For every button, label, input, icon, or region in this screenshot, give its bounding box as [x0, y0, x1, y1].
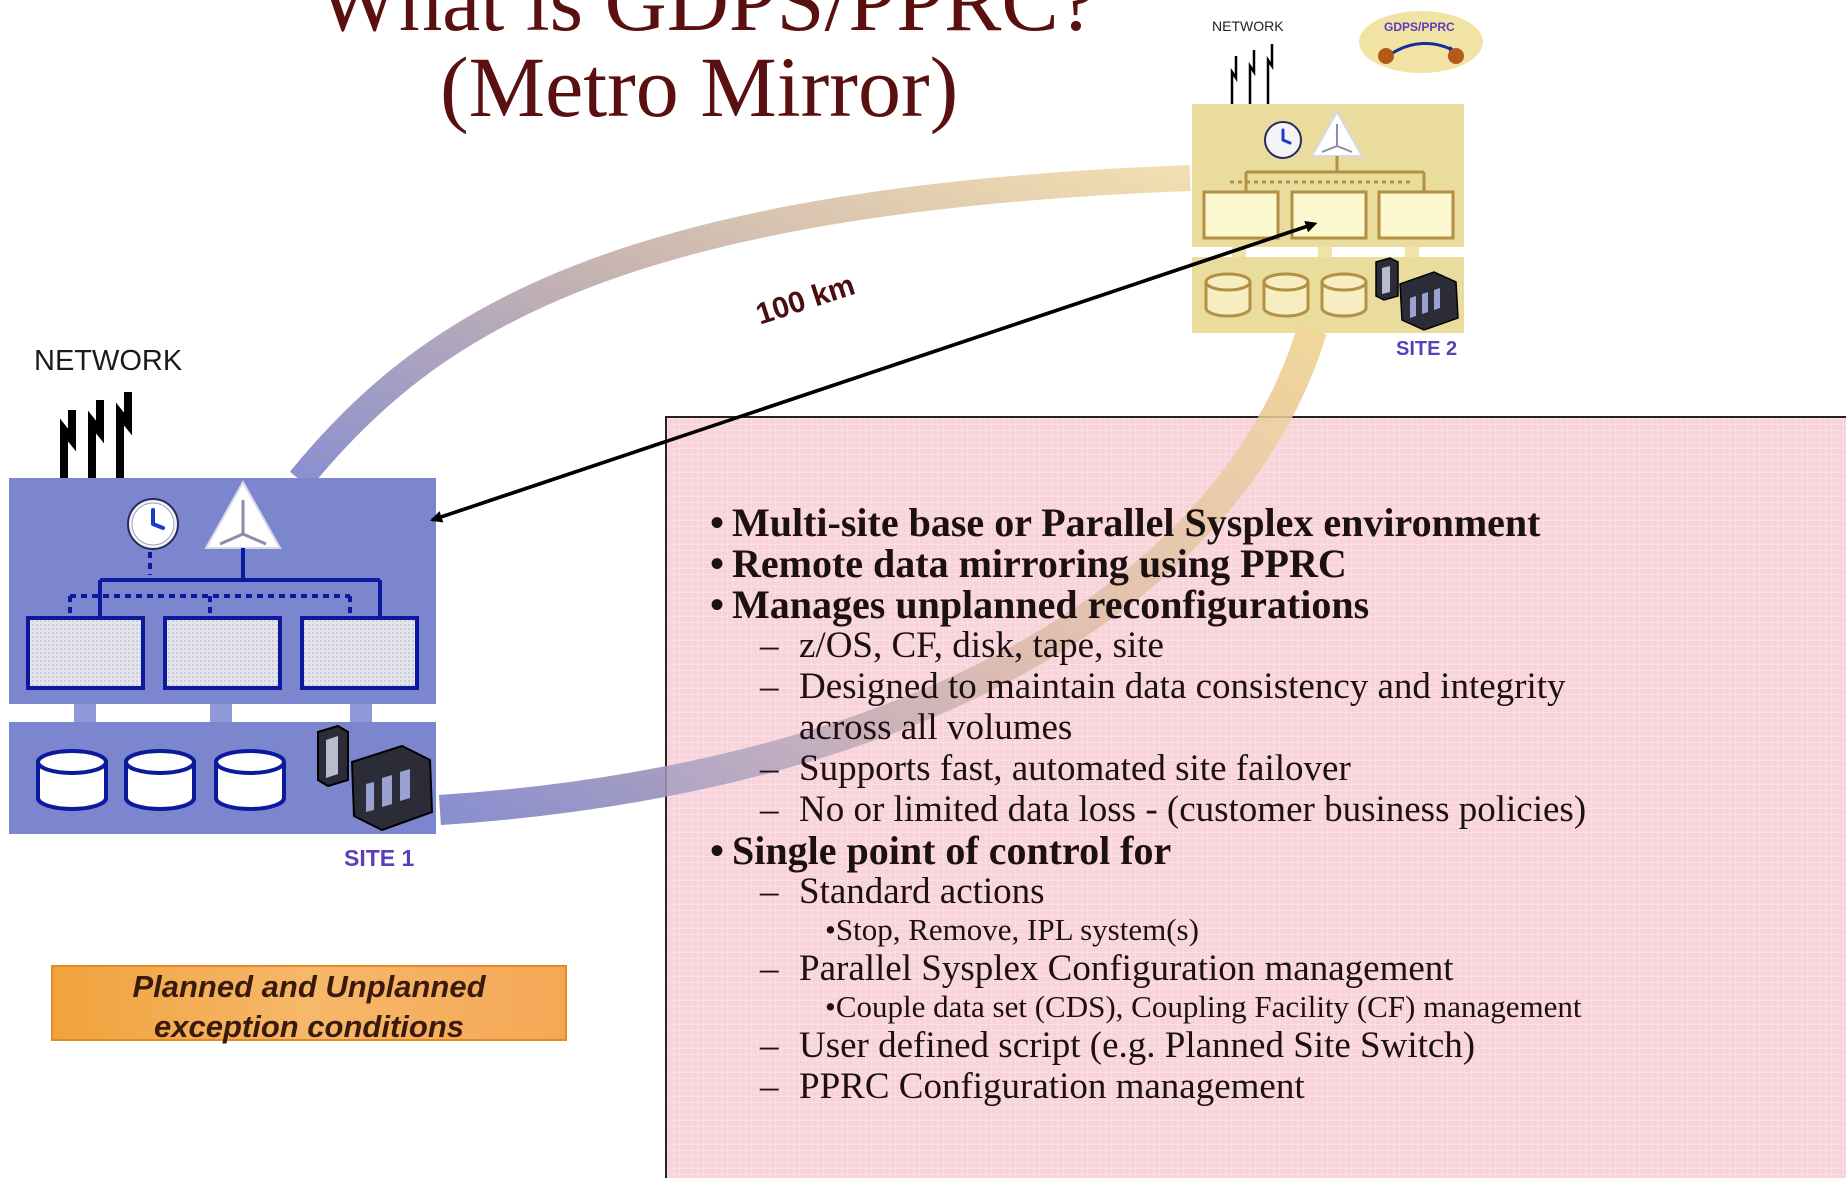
- feature-subitem: –User defined script (e.g. Planned Site …: [760, 1025, 1476, 1066]
- site1-label: SITE 1: [344, 845, 415, 871]
- disk-icon: [1320, 272, 1368, 318]
- feature-subitem-text: z/OS, CF, disk, tape, site: [799, 625, 1164, 666]
- disk-icon: [214, 749, 286, 811]
- gdps-pprc-badge: [1359, 11, 1483, 73]
- feature-subitem: –Designed to maintain data consistency a…: [760, 666, 1566, 707]
- feature-detail-text: Stop, Remove, IPL system(s): [835, 912, 1199, 947]
- site2-system-box: [1290, 190, 1368, 240]
- feature-detail: •Couple data set (CDS), Coupling Facilit…: [825, 989, 1582, 1024]
- disk-icon: [1204, 272, 1252, 318]
- site2-system-box: [1377, 190, 1455, 240]
- site1-network-label: NETWORK: [34, 345, 183, 377]
- feature-item: •Manages unplanned reconfigurations: [710, 582, 1370, 627]
- feature-item: •Multi-site base or Parallel Sysplex env…: [710, 500, 1541, 545]
- feature-subitem-text: Supports fast, automated site failover: [799, 748, 1351, 789]
- feature-list: •Multi-site base or Parallel Sysplex env…: [710, 502, 1830, 1107]
- exception-conditions-box: Planned and Unplanned exception conditio…: [51, 965, 567, 1044]
- page-title-line2: (Metro Mirror): [440, 39, 959, 135]
- feature-detail: •Stop, Remove, IPL system(s): [825, 912, 1199, 947]
- feature-item: •Remote data mirroring using PPRC: [710, 541, 1347, 586]
- disk-icon: [36, 749, 108, 811]
- clock-icon: [1264, 121, 1302, 159]
- feature-item-text: Remote data mirroring using PPRC: [732, 541, 1347, 586]
- feature-item: •Single point of control for: [710, 828, 1172, 873]
- feature-subitem-text: User defined script (e.g. Planned Site S…: [799, 1025, 1476, 1066]
- site1-system-box: [163, 616, 282, 690]
- feature-subitem: –PPRC Configuration management: [760, 1066, 1305, 1107]
- feature-subitem-text: Parallel Sysplex Configuration managemen…: [799, 948, 1454, 989]
- site1-system-box: [300, 616, 419, 690]
- feature-item-text: Multi-site base or Parallel Sysplex envi…: [732, 500, 1541, 545]
- feature-subitem-continuation: across all volumes: [799, 707, 1073, 748]
- feature-subitem-text: No or limited data loss - (customer busi…: [799, 789, 1587, 830]
- feature-detail-text: Couple data set (CDS), Coupling Facility…: [835, 989, 1582, 1024]
- tape-library-icon: [1375, 257, 1459, 331]
- feature-subitem: –Supports fast, automated site failover: [760, 748, 1351, 789]
- tape-library-icon: [317, 724, 434, 832]
- page-title-line1: What is GDPS/PPRC?: [318, 0, 1097, 49]
- site2-label: SITE 2: [1396, 338, 1458, 360]
- feature-subitem-text: Designed to maintain data consistency an…: [799, 666, 1566, 707]
- feature-subitem: –z/OS, CF, disk, tape, site: [760, 625, 1164, 666]
- feature-subitem: –Standard actions: [760, 871, 1045, 912]
- exception-line1: Planned and Unplanned: [132, 969, 486, 1004]
- exception-line2: exception conditions: [153, 1009, 465, 1044]
- site1-system-box: [26, 616, 145, 690]
- feature-subitem-text: Standard actions: [799, 871, 1045, 912]
- site2-group: [1192, 11, 1483, 333]
- disk-icon: [1262, 272, 1310, 318]
- feature-subitem: –No or limited data loss - (customer bus…: [760, 789, 1587, 830]
- site2-network-label: NETWORK: [1212, 18, 1284, 34]
- site2-system-box: [1202, 190, 1280, 240]
- feature-subitem: –Parallel Sysplex Configuration manageme…: [760, 948, 1454, 989]
- disk-icon: [124, 749, 196, 811]
- gdps-pprc-badge-label: GDPS/PPRC: [1384, 20, 1455, 34]
- site1-group: [9, 392, 436, 834]
- network-lines-icon: [60, 392, 132, 478]
- network-lines-icon: [1230, 44, 1274, 104]
- feature-item-text: Single point of control for: [732, 828, 1172, 873]
- feature-item-text: Manages unplanned reconfigurations: [732, 582, 1370, 627]
- feature-subitem-text: PPRC Configuration management: [799, 1066, 1305, 1107]
- clock-icon: [127, 498, 179, 550]
